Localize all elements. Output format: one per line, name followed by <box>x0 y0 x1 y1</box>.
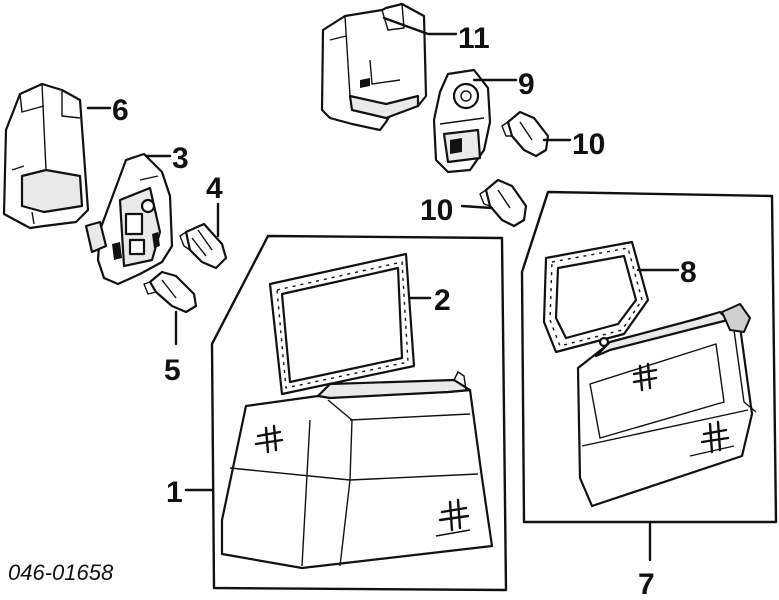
frame-right-assembly <box>520 190 778 524</box>
callout-2: 2 <box>434 284 451 317</box>
bulb-10-lower <box>479 178 528 228</box>
part-3-socket-plate <box>84 152 174 286</box>
bulb-4 <box>179 222 228 270</box>
callout-5: 5 <box>164 354 181 387</box>
callout-4: 4 <box>206 172 223 205</box>
callout-10b: 10 <box>420 194 453 227</box>
part-6-housing-cover <box>2 82 90 230</box>
callout-3: 3 <box>172 142 189 175</box>
catalog-code: 046-01658 <box>8 560 114 585</box>
callout-9: 9 <box>518 68 535 101</box>
leader-lines <box>86 16 680 562</box>
callout-10a: 10 <box>572 128 605 161</box>
part-11-socket-cover <box>320 2 428 132</box>
part-8-gasket <box>542 240 650 354</box>
part-7-garnish-lamp <box>576 303 757 508</box>
part-9-small-socket <box>432 68 492 174</box>
callout-8: 8 <box>680 256 697 289</box>
callout-1: 1 <box>166 476 183 509</box>
callout-11: 11 <box>458 22 490 55</box>
bulb-10-upper <box>501 110 550 158</box>
part-1-combination-lamp <box>220 371 494 570</box>
callout-labels: 11 6 3 4 5 9 10 10 2 8 1 7 046-01658 <box>8 22 697 600</box>
part-2-gasket <box>268 252 416 396</box>
callout-7: 7 <box>638 568 655 600</box>
frame-left-assembly <box>210 234 508 592</box>
callout-6: 6 <box>112 94 129 127</box>
bulb-5 <box>143 270 198 314</box>
